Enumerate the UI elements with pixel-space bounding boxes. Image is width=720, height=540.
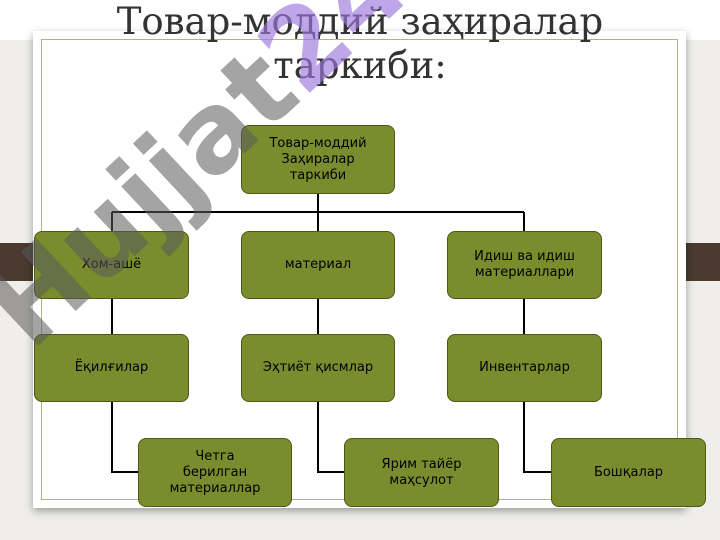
level3-node-1: Четга берилган материаллар bbox=[138, 438, 292, 507]
connector-col2-b bbox=[317, 402, 344, 473]
level1-node-2: материал bbox=[241, 231, 395, 299]
connector-col1-b bbox=[111, 402, 138, 473]
left-strap bbox=[0, 243, 36, 281]
level3-node-3: Бошқалар bbox=[551, 438, 706, 507]
level2-node-3: Инвентарлар bbox=[447, 334, 602, 402]
connector-col3-b bbox=[523, 402, 551, 473]
slide-title: Товар-моддий заҳиралар таркиби: bbox=[116, 0, 604, 87]
level2-node-1: Ёқилғилар bbox=[34, 334, 189, 402]
level1-node-3: Идиш ва идиш материаллари bbox=[447, 231, 602, 299]
root-node: Товар-моддий Заҳиралар таркиби bbox=[241, 125, 395, 194]
level3-node-2: Ярим тайёр маҳсулот bbox=[344, 438, 499, 507]
level2-node-2: Эҳтиёт қисмлар bbox=[241, 334, 395, 402]
level1-node-1: Хом-ашё bbox=[34, 231, 189, 299]
